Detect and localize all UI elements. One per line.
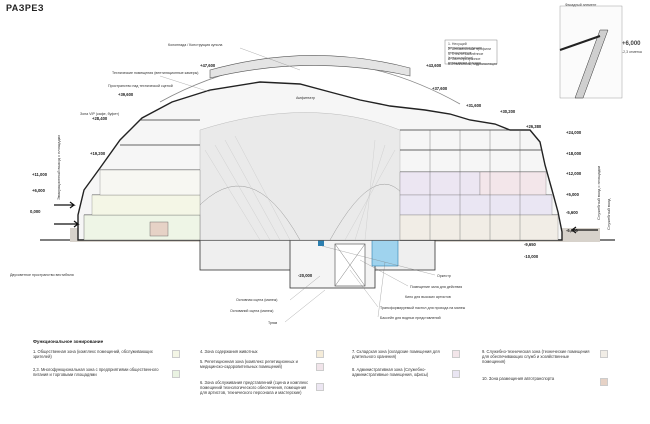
seating-left: [194, 185, 301, 241]
elev-m9: -9,650: [524, 242, 537, 247]
elev-19: +19,200: [90, 151, 106, 156]
legend-item-4: 4. Зона содержания животных: [200, 349, 258, 354]
zone-public-left: [83, 214, 201, 241]
trap-cross: [334, 243, 366, 287]
elev-30: +30,200: [500, 109, 516, 114]
legend-item-8: 8. Административная зона (Служебно-админ…: [352, 367, 429, 377]
legend-item-9: 9. Служебно-техническая зона (технически…: [482, 349, 590, 364]
elev-5: +5,000: [566, 192, 580, 197]
label-trap: Трюм: [268, 321, 278, 325]
facade-detail-profile: [574, 29, 609, 99]
zone-admin-r: [399, 194, 553, 216]
legend-item-10: 10. Зона размещения автотранспорта: [482, 376, 555, 381]
detail-line-2: 2. Алюминиевые профили стеклопакетов: [448, 47, 491, 56]
detail-line-1: 1. Несущий металлоконструкции: [448, 42, 482, 51]
label-pool: Бассейн для водных представлений: [380, 316, 441, 320]
label-double-height: Двухсветное пространство вестибюля: [10, 273, 74, 277]
entrance-arrow-left-1: [54, 201, 76, 209]
elev-47: +47,600: [200, 63, 216, 68]
zone-tech-r: [399, 214, 559, 241]
label-actor-pit: Помещение зала для действия: [410, 285, 462, 289]
orchestra-mark: [318, 240, 324, 246]
detail-sub: -2,3 отметка: [622, 50, 642, 54]
leader-lines: [159, 47, 436, 323]
legend-item-2: 2,3. Многофункциональная зона с предприя…: [33, 367, 159, 377]
legend-item-5: 5. Репетиционная зона (комплекс репетици…: [200, 359, 298, 369]
elev-11: +11,000: [32, 172, 48, 177]
elev-24: +24,000: [566, 130, 582, 135]
label-right-vert2: Служебный вход: [606, 198, 611, 230]
label-tech-space: Пространство над технической сценой: [108, 84, 173, 88]
detail-line-5: 5. Утеплитель, гидроизоляция: [448, 62, 498, 66]
water-pool: [371, 239, 399, 267]
elev-43: +43,600: [426, 63, 442, 68]
legend-swatch-2: [172, 370, 180, 378]
label-roof: Колоннада / Конструкция купола: [168, 43, 222, 47]
legend-swatch-6: [316, 383, 324, 391]
seating-rows: [204, 135, 396, 241]
page-title: РАЗРЕЗ: [6, 3, 44, 13]
elev-m5: -5,600: [566, 210, 579, 215]
facade-detail-box: [559, 5, 623, 99]
elev-6: +6,000: [32, 188, 46, 193]
detail-legend-box: [444, 39, 498, 65]
elev-37: +37,600: [432, 86, 448, 91]
label-orchestra: Оркестр: [437, 274, 451, 278]
elev-28: +28,400: [92, 116, 108, 121]
detail-caption: Фасадный элемент: [565, 3, 597, 7]
legend-item-7: 7. Складская зона (складские помещения д…: [352, 349, 440, 359]
label-tech-room: Технические помещения (вентиляционные ка…: [112, 71, 198, 75]
elev-18: +18,000: [566, 151, 582, 156]
legend-item-6: 6. Зона обслуживания представлений (сцен…: [200, 380, 309, 395]
entrance-arrow-left-2: [54, 220, 80, 228]
label-ampitheatre: Амфитеатр: [296, 96, 315, 100]
hall-bowl: [199, 112, 401, 241]
elev-39: +39,600: [118, 92, 134, 97]
legend-swatch-10: [600, 378, 608, 386]
label-left-vert: Эвакуационный выход с площадки: [56, 135, 61, 200]
legend-swatch-4: [316, 350, 324, 358]
zone-l3: [99, 169, 201, 196]
legend-swatch-8: [452, 370, 460, 378]
legend-swatch-9: [600, 350, 608, 358]
legend-swatch-5: [316, 363, 324, 371]
zone-parking: [149, 221, 169, 237]
elev-0: 0,000: [30, 209, 41, 214]
legend-item-1: 1. Общественная зона (комплекс помещений…: [33, 349, 153, 359]
label-right-vert: Служебный вход с площадки: [596, 166, 601, 220]
elev-26: +26,380: [526, 124, 542, 129]
elev-12: +12,000: [566, 171, 582, 176]
label-transform: Трансформируемый настил для прохода на м…: [380, 306, 466, 310]
detail-line-4: 4. Светопрозрачное ограждение фасада: [448, 57, 481, 66]
label-vip: Зона VIP (кафе, буфет): [80, 112, 119, 116]
elev-m20: -20,000: [298, 273, 313, 278]
elev-m10: -10,000: [524, 254, 539, 259]
facade-detail-beam: [559, 35, 601, 51]
detail-value: +6,000: [622, 41, 641, 47]
entrance-arrow-right: [570, 226, 598, 234]
label-stage: Основная сцена (манеж): [236, 298, 277, 302]
zone-l2: [91, 194, 201, 216]
detail-line-3: 3. Стекло закалённое (многослойное): [448, 52, 484, 61]
label-sound-pit: Кино для высоких артистов: [405, 295, 451, 299]
zone-service-r: [399, 171, 481, 196]
label-arena: Оснований сцена (манеж): [230, 309, 273, 313]
elev-m6: -6,000: [566, 228, 579, 233]
right-columns: [429, 130, 521, 240]
elev-31: +31,600: [466, 103, 482, 108]
dome-cap: [209, 55, 411, 79]
legend-swatch-1: [172, 350, 180, 358]
section-drawing: Колоннада / Конструкция купола Техническ…: [10, 5, 623, 325]
legend-swatch-7: [452, 350, 460, 358]
